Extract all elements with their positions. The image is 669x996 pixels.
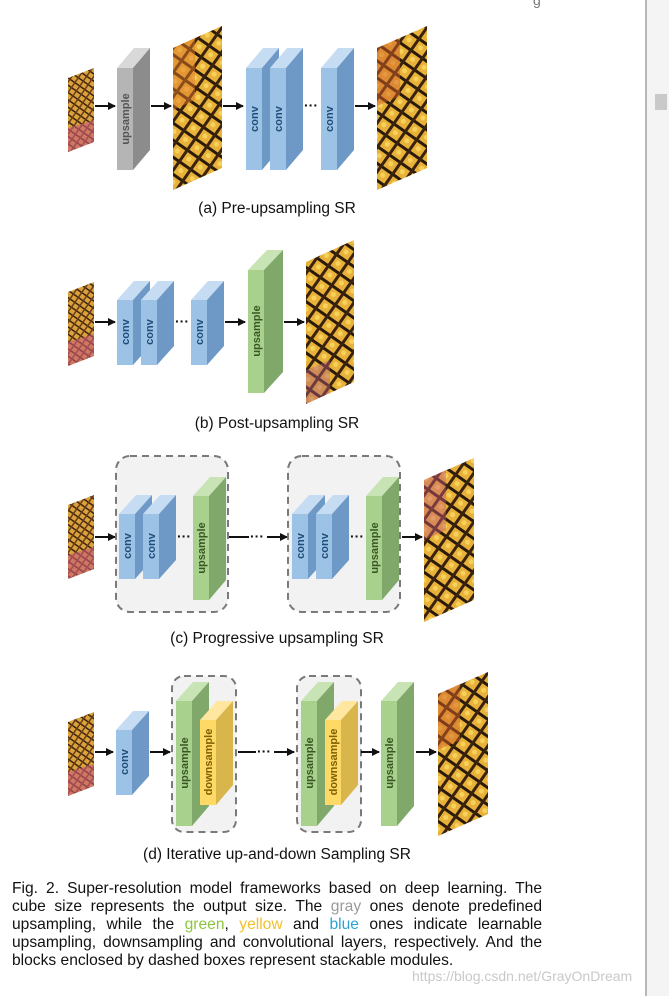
caption-gray-word: gray [330,898,362,915]
conv-block: conv [191,281,224,365]
conv-block: conv [143,495,176,579]
upsample-block-green: upsample [193,477,226,600]
conv-label: conv [249,105,261,132]
panel-a-caption: (a) Pre-upsampling SR [198,200,356,217]
caption-text: and [282,916,330,933]
downsample-label: downsample [328,729,340,796]
ellipsis: ··· [177,528,191,544]
panel-c: conv conv ··· upsample ··· conv [68,455,474,647]
upsample-block-green: upsample [381,682,414,826]
upsample-label: upsample [196,522,208,573]
upsample-block-green: upsample [248,250,283,393]
upsample-label: upsample [384,737,396,788]
upsample-label: upsample [304,737,316,788]
ellipsis: ··· [250,528,264,544]
conv-label: conv [194,318,206,345]
conv-block: conv [116,711,149,795]
conv-label: conv [146,532,158,559]
ellipsis: ··· [175,313,189,329]
vertical-scrollbar[interactable] [645,0,669,996]
conv-block: conv [321,48,354,170]
conv-label: conv [295,532,307,559]
caption-yellow-word: yellow [239,916,283,933]
caption-text: ones denote predefined upsampling, while… [12,898,542,933]
downsample-block-yellow: downsample [325,701,358,805]
upsample-label: upsample [120,93,132,144]
panel-d: conv upsample downsample ··· upsample [68,672,488,863]
upsample-label: upsample [179,737,191,788]
conv-label: conv [319,532,331,559]
downsample-block-yellow: downsample [200,701,233,805]
panel-d-caption: (d) Iterative up-and-down Sampling SR [143,846,411,863]
downsample-label: downsample [203,729,215,796]
ellipsis: ··· [350,528,364,544]
upsample-block-green: upsample [366,477,399,600]
clipped-top-text: g [533,0,541,8]
upsample-block-gray: upsample [117,48,150,170]
ellipsis: ··· [304,97,318,113]
output-image [306,240,354,404]
conv-label: conv [324,105,336,132]
figure-caption: Fig. 2. Super-resolution model framework… [12,880,542,970]
upsample-label: upsample [251,305,263,356]
conv-label: conv [119,748,131,775]
panel-c-caption: (c) Progressive upsampling SR [170,630,384,647]
output-image [424,458,474,622]
conv-block: conv [270,48,303,170]
conv-label: conv [144,318,156,345]
ellipsis: ··· [257,743,271,759]
conv-label: conv [122,532,134,559]
caption-blue-word: blue [329,916,359,933]
caption-text: , [224,916,240,933]
panel-b-caption: (b) Post-upsampling SR [195,415,360,432]
conv-label: conv [120,318,132,345]
panel-b: conv conv ··· conv upsample (b) Post-ups… [68,240,359,432]
conv-label: conv [273,105,285,132]
upsample-label: upsample [369,522,381,573]
scrollbar-thumb[interactable] [655,94,667,110]
caption-text: ones indicate learnable upsampling, down… [12,916,543,969]
caption-green-word: green [184,916,225,933]
panel-a: upsample conv conv ··· conv (a) Pre-upsa… [68,26,427,217]
caption-text: Fig. 2. Super-resolution model framework… [12,880,542,915]
conv-block: conv [141,281,174,365]
conv-block: conv [316,495,349,579]
watermark: https://blog.csdn.net/GrayOnDream [412,968,633,984]
